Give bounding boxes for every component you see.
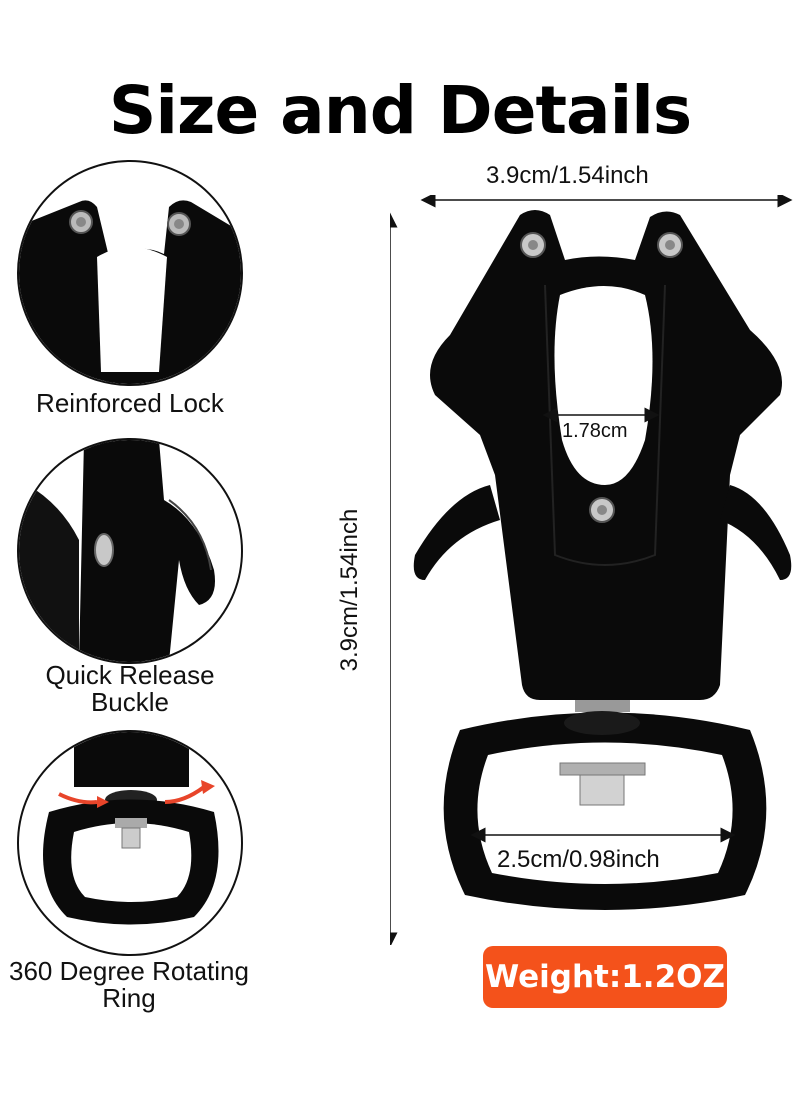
label-quick-release: Quick Release Buckle	[45, 660, 215, 717]
height-dimension-label: 3.9cm/1.54inch	[336, 508, 363, 672]
ring-dimension-label: 2.5cm/0.98inch	[497, 846, 660, 873]
detail-circle-lock	[17, 160, 243, 386]
detail-circle-buckle	[17, 438, 243, 664]
lock-detail-image	[19, 200, 241, 384]
detail-circle-ring	[17, 730, 243, 956]
label-rotating-ring: 360 Degree Rotating Ring	[9, 956, 249, 1013]
opening-dimension-label: 1.78cm	[562, 420, 628, 442]
width-dimension-label: 3.9cm/1.54inch	[486, 162, 649, 189]
snap-hook-main-image	[390, 195, 793, 945]
weight-badge: Weight:1.2OZ	[483, 946, 727, 1008]
rotate-arrow-right	[164, 785, 206, 804]
rotate-arrow-left	[58, 792, 98, 805]
label-reinforced-lock: Reinforced Lock	[36, 388, 224, 418]
page-title: Size and Details	[108, 72, 692, 149]
ring-detail-image	[43, 732, 219, 925]
buckle-detail-image	[19, 440, 215, 662]
